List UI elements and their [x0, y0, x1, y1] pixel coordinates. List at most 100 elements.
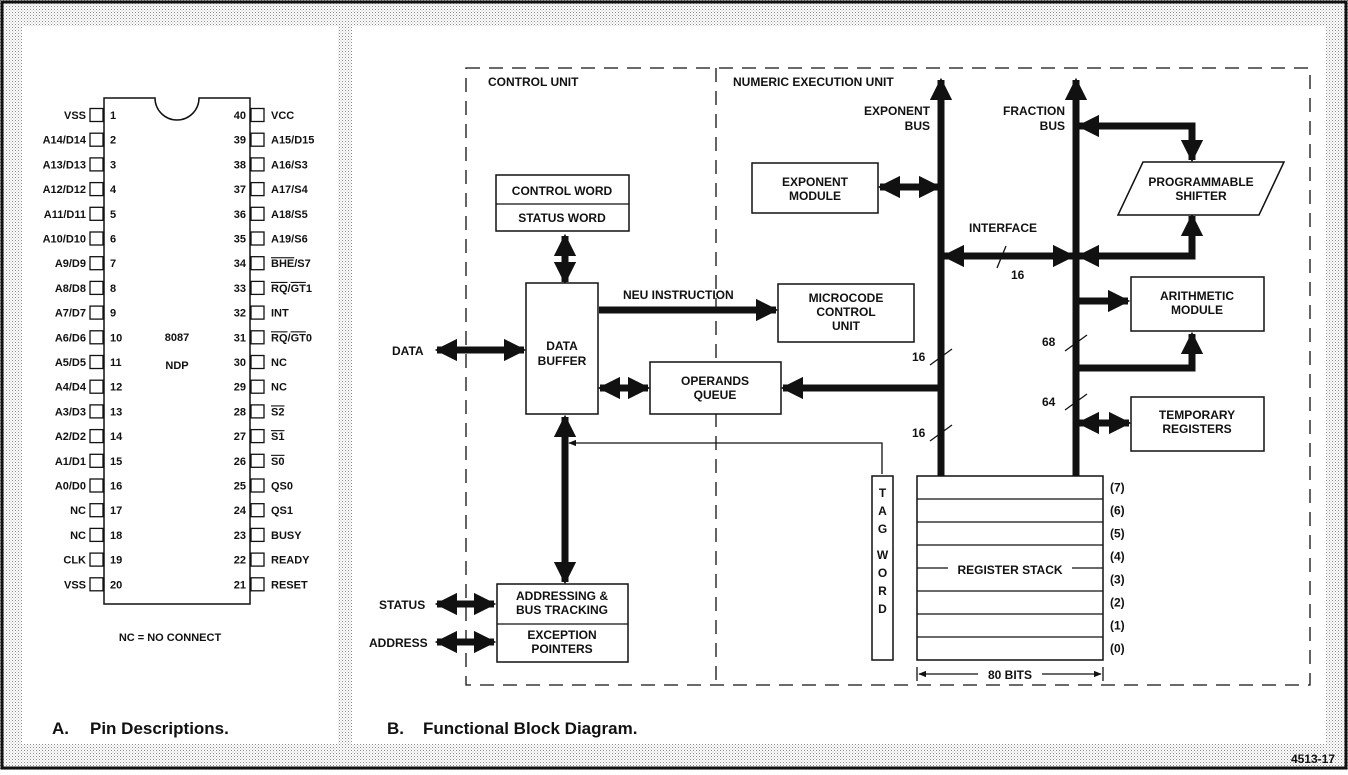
pin-name: A19/S6 — [271, 234, 308, 246]
slash-16-upper — [929, 348, 953, 366]
pin-number: 28 — [234, 406, 246, 418]
pin-number: 18 — [110, 530, 122, 542]
pin-name: S2 — [271, 406, 284, 418]
exponent-module-line1: EXPONENT — [782, 175, 849, 189]
pin-number: 31 — [234, 332, 246, 344]
pin-lead — [250, 157, 265, 172]
pin-lead — [89, 527, 104, 543]
pin-lead — [250, 107, 265, 123]
pin-lead — [89, 181, 104, 197]
pin-name: RESET — [271, 579, 308, 591]
tag-word-box — [871, 475, 894, 661]
stack-index: (6) — [1110, 504, 1125, 518]
pin-number: 15 — [110, 456, 122, 468]
register-stack-indices: (7)(6)(5)(4)(3)(2)(1)(0) — [1110, 481, 1125, 656]
pin-name: A4/D4 — [55, 382, 87, 394]
pin-number: 34 — [234, 258, 247, 270]
pin-number: 7 — [110, 258, 116, 270]
tag-word-link — [568, 439, 883, 474]
stack-index: (0) — [1110, 642, 1125, 656]
pin-name: BUSY — [271, 530, 302, 542]
exponent-bus-label-2: BUS — [905, 119, 930, 133]
pin-lead — [89, 552, 104, 567]
data-buffer-line2: BUFFER — [538, 354, 587, 368]
caption-a-letter: A. — [52, 719, 69, 738]
pin-number: 20 — [110, 579, 122, 591]
pin-number: 12 — [110, 382, 122, 394]
figure-id: 4513-17 — [1291, 752, 1335, 766]
data-buffer-box — [525, 282, 599, 415]
data-buffer-line1: DATA — [546, 339, 578, 353]
pin-number: 2 — [110, 135, 116, 147]
pin-lead — [250, 305, 265, 320]
slash-64 — [1064, 393, 1088, 411]
pin-name: NC — [271, 357, 287, 369]
exponent-module-block: EXPONENT MODULE — [751, 162, 879, 214]
addressing-line2: BUS TRACKING — [516, 603, 608, 617]
pin-name: READY — [271, 555, 310, 567]
pin-name: A7/D7 — [55, 308, 86, 320]
bit-width-label: 80 BITS — [988, 668, 1032, 682]
pin-number: 19 — [110, 555, 122, 567]
pin-number: 5 — [110, 209, 116, 221]
pin-lead — [250, 503, 265, 518]
data-label: DATA — [392, 344, 424, 358]
register-stack-label: REGISTER STACK — [957, 563, 1062, 577]
pin-number: 26 — [234, 456, 246, 468]
pin-name: A11/D11 — [44, 209, 86, 221]
pin-lead — [250, 577, 265, 592]
shifter-line2: SHIFTER — [1175, 189, 1227, 203]
pin-number: 32 — [234, 308, 246, 320]
pin-name: A17/S4 — [271, 184, 309, 196]
pin-name: A10/D10 — [43, 234, 86, 246]
shifter-block: PROGRAMMABLE SHIFTER — [1116, 161, 1286, 216]
pin-lead — [250, 181, 265, 197]
pin-lead — [89, 231, 104, 246]
arithmetic-line2: MODULE — [1171, 303, 1223, 317]
pin-number: 3 — [110, 159, 116, 171]
microcode-line2: CONTROL — [816, 305, 875, 319]
interface-label: INTERFACE — [969, 221, 1037, 235]
addressing-line1: ADDRESSING & — [516, 589, 608, 603]
width-16-lower: 16 — [912, 426, 926, 440]
pin-number: 1 — [110, 110, 116, 122]
slash-68 — [1064, 334, 1088, 352]
pin-lead — [250, 552, 265, 567]
control-status-box — [495, 174, 630, 232]
exponent-bus-label-1: EXPONENT — [864, 104, 931, 118]
status-word-label: STATUS WORD — [518, 211, 606, 225]
pin-number: 9 — [110, 308, 116, 320]
pin-lead — [89, 478, 104, 493]
shifter-in-link — [1076, 114, 1204, 163]
numeric-unit-label: NUMERIC EXECUTION UNIT — [733, 75, 894, 89]
pin-9: 9 A7/D7 — [55, 305, 116, 320]
microcode-line3: UNIT — [832, 319, 861, 333]
operands-queue-line2: QUEUE — [694, 388, 737, 402]
pin-lead — [89, 305, 104, 320]
temp-registers-line1: TEMPORARY — [1159, 408, 1235, 422]
arithmetic-box — [1130, 276, 1265, 332]
pin-name: A16/S3 — [271, 159, 308, 171]
pin-number: 11 — [110, 357, 122, 369]
pin-lead — [89, 428, 104, 444]
pin-name: A8/D8 — [55, 283, 86, 295]
operands-queue-block: OPERANDS QUEUE — [649, 361, 782, 415]
exponent-module-box — [751, 162, 879, 214]
addressing-block: ADDRESSING & BUS TRACKING EXCEPTION POIN… — [496, 583, 629, 663]
pin-number: 27 — [234, 431, 246, 443]
caption-b: Functional Block Diagram. — [423, 719, 637, 738]
register-stack-label-bg — [948, 560, 1072, 578]
temp-registers-block: TEMPORARY REGISTERS — [1130, 396, 1265, 452]
stack-index: (2) — [1110, 596, 1125, 610]
